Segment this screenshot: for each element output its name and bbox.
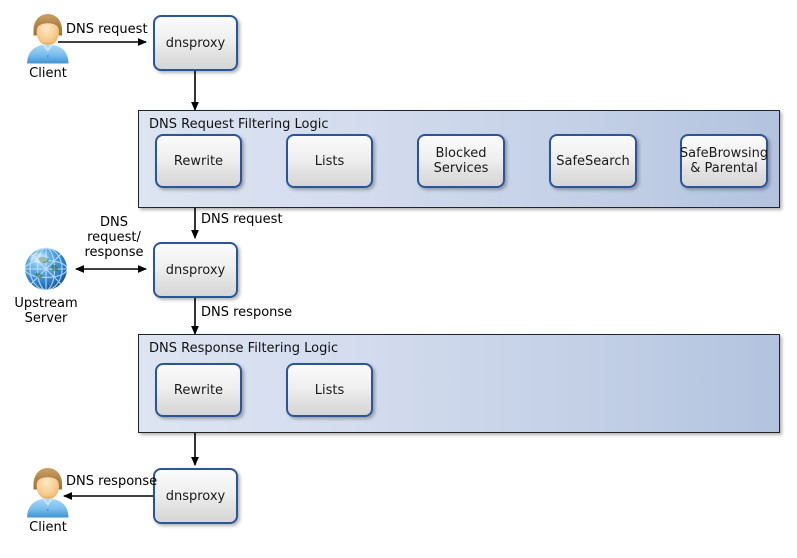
user-icon: [27, 468, 69, 518]
stage-blocked-services[interactable]: Blocked Services: [417, 134, 505, 188]
dns-response-filtering-logic-title: DNS Response Filtering Logic: [149, 341, 339, 356]
stage-safesearch[interactable]: SafeSearch: [549, 134, 637, 188]
actor-upstream-server: Upstream Server: [14, 244, 78, 326]
stage-rewrite-response-label: Rewrite: [173, 382, 224, 398]
edge-label-dnsproxy-to-request-filter: DNS request: [201, 212, 283, 227]
actor-client-bottom-caption: Client: [29, 520, 67, 535]
stage-safebrowsing-parental-label: SafeBrowsing & Parental: [679, 146, 769, 176]
stage-safebrowsing-parental[interactable]: SafeBrowsing & Parental: [680, 134, 768, 188]
stage-lists-request[interactable]: Lists: [286, 134, 373, 188]
stage-lists-response-label: Lists: [314, 382, 345, 398]
dnsproxy-top-label: dnsproxy: [165, 35, 226, 51]
actor-client-top: Client: [16, 12, 80, 81]
edge-label-dnsproxy-to-response-filter: DNS response: [201, 305, 293, 320]
dnsproxy-bottom-label: dnsproxy: [165, 488, 226, 504]
dnsproxy-top[interactable]: dnsproxy: [153, 15, 238, 71]
user-icon: [27, 14, 69, 64]
stage-rewrite-response[interactable]: Rewrite: [155, 363, 242, 417]
dnsproxy-bottom[interactable]: dnsproxy: [153, 468, 238, 524]
edge-label-upstream-request-response: DNS request/ response: [84, 215, 144, 260]
actor-client-bottom: Client: [16, 466, 80, 535]
stage-lists-response[interactable]: Lists: [286, 363, 373, 417]
dnsproxy-middle-label: dnsproxy: [165, 262, 226, 278]
dns-response-filtering-logic-group: DNS Response Filtering Logic: [138, 334, 780, 433]
edge-label-client-to-dnsproxy: DNS request: [66, 22, 148, 37]
actor-client-top-caption: Client: [29, 66, 67, 81]
globe-icon: [24, 247, 68, 291]
stage-blocked-services-label: Blocked Services: [433, 146, 489, 176]
dnsproxy-middle[interactable]: dnsproxy: [153, 242, 238, 298]
edge-label-dnsproxy-to-client: DNS response: [66, 474, 158, 489]
stage-lists-request-label: Lists: [314, 153, 345, 169]
dns-request-filtering-logic-title: DNS Request Filtering Logic: [149, 117, 329, 132]
stage-rewrite-request-label: Rewrite: [173, 153, 224, 169]
actor-upstream-server-caption: Upstream Server: [14, 296, 78, 326]
stage-safesearch-label: SafeSearch: [556, 153, 630, 169]
stage-rewrite-request[interactable]: Rewrite: [155, 134, 242, 188]
